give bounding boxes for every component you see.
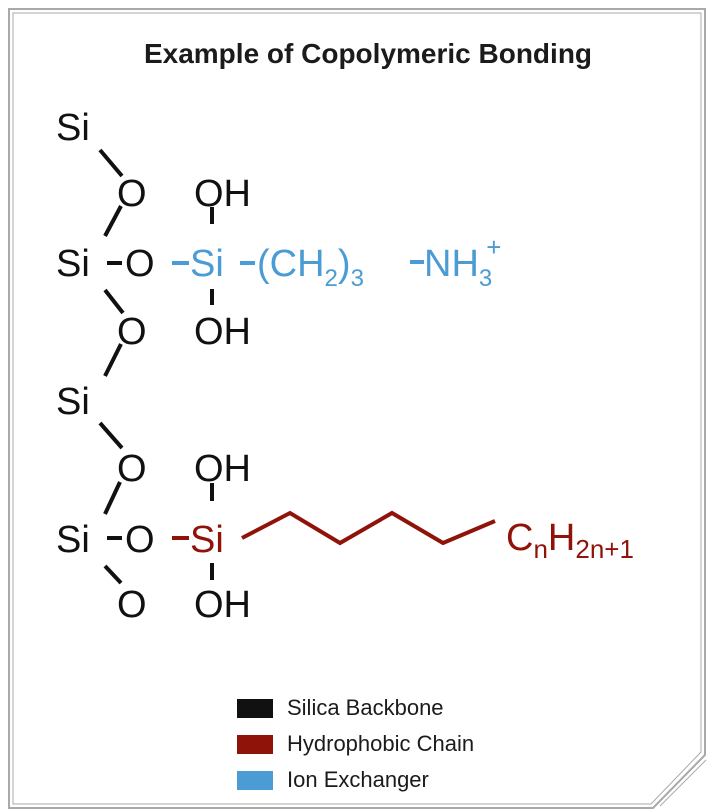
legend-label-backbone: Silica Backbone <box>287 695 444 720</box>
alkyl-terminal: CnH2n+1 <box>506 517 634 564</box>
ion-exchanger-group: Si (CH2)3 NH3+ <box>190 232 501 292</box>
atom-si-hydrophobic: Si <box>190 519 224 561</box>
atom-o-2: O <box>125 243 155 285</box>
atom-o-4: O <box>117 448 147 490</box>
atom-si-3: Si <box>56 381 90 423</box>
legend-item-hydrophobic: Hydrophobic Chain <box>237 726 474 762</box>
legend-swatch-hydrophobic <box>237 734 273 754</box>
legend-swatch-backbone <box>237 698 273 718</box>
atom-si-4: Si <box>56 519 90 561</box>
legend: Silica Backbone Hydrophobic Chain Ion Ex… <box>237 690 474 798</box>
atom-o-1: O <box>117 173 147 215</box>
frame-border <box>8 8 707 809</box>
atom-oh-3: OH <box>194 448 251 490</box>
diagram-title: Example of Copolymeric Bonding <box>143 38 593 69</box>
atom-oh-1: OH <box>194 173 251 215</box>
atom-si-ion: Si <box>190 243 224 285</box>
legend-item-backbone: Silica Backbone <box>237 690 474 726</box>
alkyl-chain <box>241 510 496 546</box>
atom-oh-4: OH <box>194 584 251 626</box>
ammonium-group: NH3+ <box>424 232 501 292</box>
hydrophobic-bonds <box>172 510 496 546</box>
backbone-atoms: Si O Si O O Si O Si O O OH OH OH OH <box>56 107 251 626</box>
propyl-group: (CH2)3 <box>257 243 364 292</box>
atom-o-5: O <box>125 519 155 561</box>
atom-o-6: O <box>117 584 147 626</box>
backbone-bonds <box>98 148 214 585</box>
ion-exchanger-bonds <box>172 260 424 265</box>
atom-o-3: O <box>117 311 147 353</box>
hydrophobic-group: Si CnH2n+1 <box>190 517 634 564</box>
legend-label-ion-exchanger: Ion Exchanger <box>287 767 429 792</box>
legend-swatch-ion-exchanger <box>237 770 273 790</box>
atom-si-2: Si <box>56 243 90 285</box>
legend-label-hydrophobic: Hydrophobic Chain <box>287 731 475 756</box>
atom-si-1: Si <box>56 107 90 149</box>
legend-item-ion-exchanger: Ion Exchanger <box>237 762 474 798</box>
atom-oh-2: OH <box>194 311 251 353</box>
